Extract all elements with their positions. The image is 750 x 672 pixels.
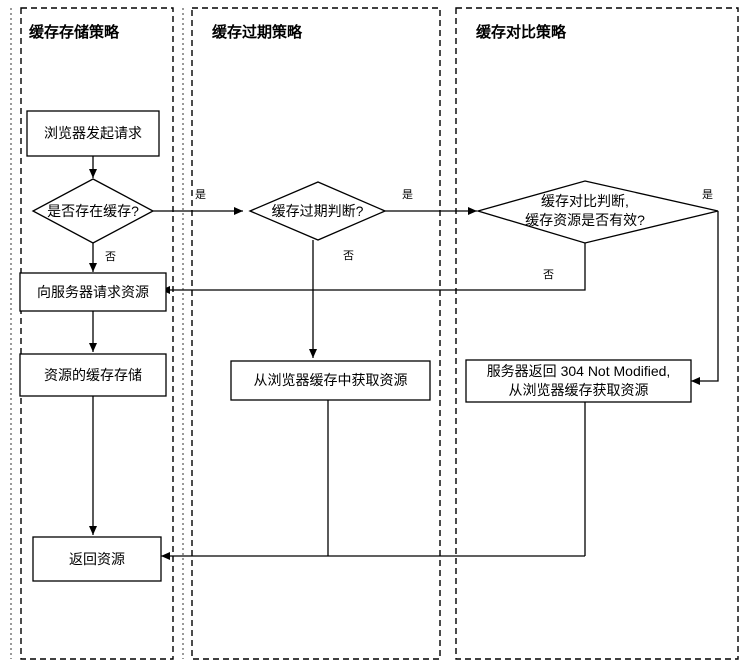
lane-title-compare: 缓存对比策略 [476,24,567,41]
edge-label-expirecheck-no: 否 [343,250,354,262]
node-compare-check-shape[interactable] [475,180,719,244]
connectors: n6 (horizontal across lane 1 into lane 2… [89,156,719,560]
node-304-response-shape[interactable] [465,359,692,403]
lane-title-storage: 缓存存储策略 [29,24,120,41]
node-browser-request-shape[interactable] [26,110,160,157]
node-shapes [19,110,719,582]
lane-title-expire: 缓存过期策略 [212,24,303,41]
edge-label-expirecheck-yes: 是 [402,189,413,201]
lane-storage-border [20,7,174,660]
edge-label-cachecheck-no: 否 [105,251,116,263]
edge-label-cachecheck-yes: 是 [195,189,206,201]
lane-boundaries [10,7,739,660]
edge-comparecheck-no-to-serverrequest [161,243,586,294]
node-return-resource-shape[interactable] [32,536,162,582]
node-get-from-cache-shape[interactable] [230,360,431,401]
edge-comparecheck-yes-to-304 [691,211,719,385]
lane-expire-border [191,7,441,660]
node-resource-store-shape[interactable] [19,353,167,397]
node-server-request-shape[interactable] [19,272,167,312]
node-cache-exists-shape[interactable] [31,178,155,244]
lane-compare-border [455,7,739,660]
edge-label-comparecheck-no: 否 [543,269,554,281]
edge-label-comparecheck-yes: 是 [702,189,713,201]
node-expire-check-shape[interactable] [248,181,387,241]
